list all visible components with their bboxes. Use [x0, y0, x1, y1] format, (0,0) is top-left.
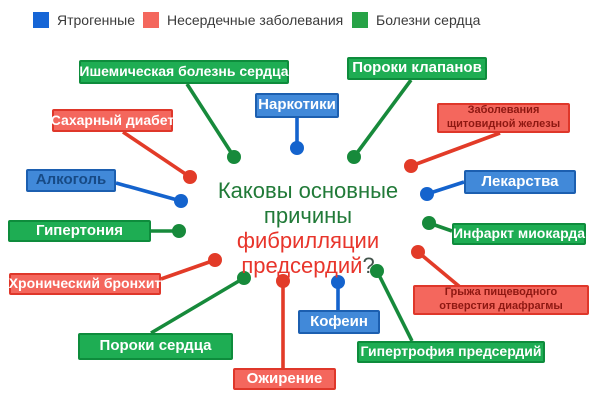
- connector-hiatal-hernia: [416, 250, 462, 289]
- dot-medications: [420, 187, 434, 201]
- node-chronic-bronchitis[interactable]: Хронический бронхит: [9, 273, 161, 295]
- legend-swatch-icon: [33, 12, 49, 28]
- question-line-1: Каковы основные: [193, 178, 423, 203]
- legend-label: Ятрогенные: [57, 12, 135, 28]
- node-obesity[interactable]: Ожирение: [233, 368, 336, 390]
- dot-diabetes: [183, 170, 197, 184]
- dot-narcotics: [290, 141, 304, 155]
- legend-item-1: Ятрогенные: [33, 12, 135, 28]
- node-valve-defects[interactable]: Пороки клапанов: [347, 57, 487, 80]
- node-hypertension[interactable]: Гипертония: [8, 220, 151, 242]
- dot-ischemic-heart-disease: [227, 150, 241, 164]
- dot-atrial-hypertrophy: [370, 264, 384, 278]
- connector-valve-defects: [352, 78, 413, 159]
- node-thyroid-disease[interactable]: Заболевания щитовидной железы: [437, 103, 570, 133]
- dot-caffeine: [331, 275, 345, 289]
- connector-thyroid-disease: [410, 131, 501, 168]
- node-heart-defects[interactable]: Пороки сердца: [78, 333, 233, 360]
- connector-ischemic-heart-disease: [185, 83, 236, 158]
- connector-atrial-hypertrophy: [375, 270, 414, 342]
- dot-hypertension: [172, 224, 186, 238]
- legend-item-3: Болезни сердца: [352, 12, 480, 28]
- dot-obesity: [276, 274, 290, 288]
- node-alcohol[interactable]: Алкоголь: [26, 169, 116, 192]
- question-line-2: причины фибрилляции: [193, 203, 423, 253]
- legend-label: Несердечные заболевания: [167, 12, 344, 28]
- dot-chronic-bronchitis: [208, 253, 222, 267]
- dot-heart-defects: [237, 271, 251, 285]
- connector-alcohol: [115, 181, 182, 203]
- connector-chronic-bronchitis: [160, 258, 216, 281]
- connector-heart-defects: [150, 276, 245, 335]
- node-caffeine[interactable]: Кофеин: [298, 310, 380, 334]
- node-diabetes[interactable]: Сахарный диабет: [51, 109, 174, 132]
- legend-item-2: Несердечные заболевания: [143, 12, 343, 28]
- node-ischemic-heart-disease[interactable]: Ишемическая болезнь сердца: [79, 60, 289, 84]
- dot-hiatal-hernia: [411, 245, 425, 259]
- question-segment: Каковы основные: [217, 178, 399, 203]
- dot-myocardial-infarction: [422, 216, 436, 230]
- question-segment: фибрилляции: [236, 228, 380, 253]
- question-segment: предсердий: [241, 253, 363, 278]
- node-medications[interactable]: Лекарства: [464, 170, 576, 194]
- question-segment: ?: [362, 253, 375, 278]
- legend-swatch-icon: [352, 12, 368, 28]
- question-line-3: предсердий?: [193, 253, 423, 278]
- node-hiatal-hernia[interactable]: Грыжа пищеводного отверстия диафрагмы: [413, 285, 589, 315]
- dot-thyroid-disease: [404, 159, 418, 173]
- node-myocardial-infarction[interactable]: Инфаркт миокарда: [452, 223, 586, 245]
- dot-valve-defects: [347, 150, 361, 164]
- connector-diabetes: [121, 130, 192, 179]
- node-atrial-hypertrophy[interactable]: Гипертрофия предсердий: [357, 341, 545, 363]
- question-segment: причины: [263, 203, 353, 228]
- dot-alcohol: [174, 194, 188, 208]
- legend: Ятрогенные Несердечные заболевания Болезни…: [0, 12, 600, 32]
- legend-swatch-icon: [143, 12, 159, 28]
- node-narcotics[interactable]: Наркотики: [255, 93, 339, 118]
- legend-label: Болезни сердца: [376, 12, 481, 28]
